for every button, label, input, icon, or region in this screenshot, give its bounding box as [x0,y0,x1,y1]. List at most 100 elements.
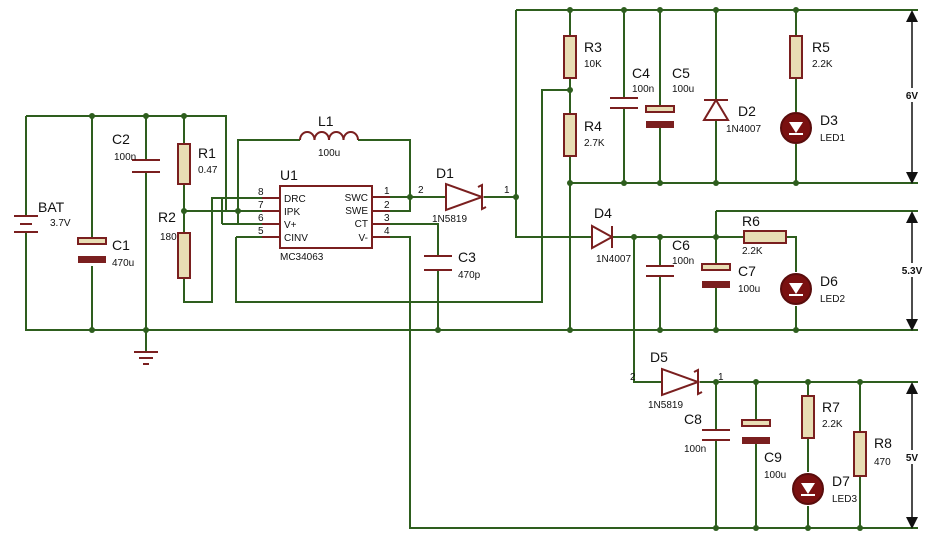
junction-dot [567,7,573,13]
rail-marker-5-3v: 5.3V [896,211,928,331]
r7-ref: R7 [822,399,840,415]
c6-ref: C6 [672,237,690,253]
resistor-r1: R1 0.47 [177,143,218,185]
cap-plate-negative [702,281,730,288]
u1-pin-swe: SWE [345,206,368,217]
led-triangle [801,483,815,494]
u1-pin-ipk: IPK [284,207,300,218]
junction-dot [805,525,811,531]
junction-dot [805,379,811,385]
r8-value: 470 [874,457,891,468]
led-d3: D3 LED1 [780,112,845,144]
d7-ref: D7 [832,473,850,489]
r4-ref: R4 [584,118,602,134]
u1-pin-number: 8 [258,187,264,198]
c5-ref: C5 [672,65,690,81]
junction-dot [567,180,573,186]
junction-dot [753,379,759,385]
junction-dot [181,208,187,214]
d1-value: 1N5819 [432,214,467,225]
arrow-down-icon [906,517,918,529]
d3-ref: D3 [820,112,838,128]
d6-ref: D6 [820,273,838,289]
cap-plate-negative [78,256,106,263]
diode-d2: D2 1N4007 [702,98,761,135]
junction-dot [621,7,627,13]
led-triangle [789,283,803,294]
cap-plate-positive [645,105,675,113]
u1-pin-cinv: CINV [284,233,308,244]
resistor-r8: R8 470 [853,431,892,477]
rail-marker-5v: 5V [898,382,926,529]
diode-triangle [661,367,701,397]
u1-ref: U1 [280,167,298,183]
capacitor-c9: C9 100u [741,419,786,481]
c8-value: 100n [684,444,706,455]
d2-value: 1N4007 [726,124,761,135]
d1-ref: D1 [436,165,454,181]
rail-label-5v: 5V [906,453,919,464]
junction-dot [793,327,799,333]
c7-ref: C7 [738,263,756,279]
arrow-down-icon [906,319,918,331]
junction-dot [407,194,413,200]
junction-dot [657,180,663,186]
resistor-body [563,113,577,157]
resistor-r7: R7 2.2K [801,395,843,439]
junction-dot [657,327,663,333]
resistor-body [853,431,867,477]
rail-label-5-3v: 5.3V [902,266,923,277]
junction-dot [793,7,799,13]
resistor-body [177,143,191,185]
junction-dot [181,113,187,119]
r5-ref: R5 [812,39,830,55]
c8-ref: C8 [684,411,702,427]
capacitor-c2: C2 100n [112,131,160,173]
diode-triangle [445,182,485,212]
capacitor-c6: C6 100n [646,237,694,277]
resistor-r3: R3 10K [563,35,602,79]
capacitor-c4: C4 100n [610,65,654,109]
u1-pin-vplus: V+ [284,220,297,231]
junction-dot [713,525,719,531]
junction-dot [713,327,719,333]
capacitor-c1: C1 470u [77,237,134,269]
u1-pin-vminus: V- [359,233,368,244]
resistor-r6: R6 2.2K [742,213,787,257]
cap-plate-positive [77,237,107,245]
led-d7: D7 LED3 [792,473,857,505]
junction-dot [631,234,637,240]
resistor-body [789,35,803,79]
c5-value: 100u [672,84,694,95]
diode-d1: D1 1N5819 2 1 [418,165,510,225]
led-triangle [789,122,803,133]
d5-value: 1N5819 [648,400,683,411]
arrow-up-icon [906,382,918,394]
resistor-r2: R2 180 [158,209,191,279]
junction-dot [567,327,573,333]
bat-value: 3.7V [50,218,71,229]
c9-value: 100u [764,470,786,481]
u1-part: MC34063 [280,252,324,263]
u1-pin-swc: SWC [345,193,368,204]
junction-dot [857,379,863,385]
d4-value: 1N4007 [596,254,631,265]
diode-d5: D5 1N5819 2 1 [630,349,724,411]
junction-dot [435,327,441,333]
junction-dot [567,87,573,93]
junction-dot [143,327,149,333]
inductor-l1: L1 100u [299,113,359,159]
cap-plate-positive [701,263,731,271]
c1-value: 470u [112,258,134,269]
d3-value: LED1 [820,133,845,144]
arrow-up-icon [906,10,918,22]
arrow-up-icon [906,211,918,223]
resistor-body [177,232,191,279]
capacitor-c8: C8 100n [684,411,730,455]
r8-ref: R8 [874,435,892,451]
junction-dot [713,234,719,240]
u1-pin-drc: DRC [284,194,306,205]
d4-ref: D4 [594,205,612,221]
junction-dot [857,525,863,531]
r4-value: 2.7K [584,138,605,149]
